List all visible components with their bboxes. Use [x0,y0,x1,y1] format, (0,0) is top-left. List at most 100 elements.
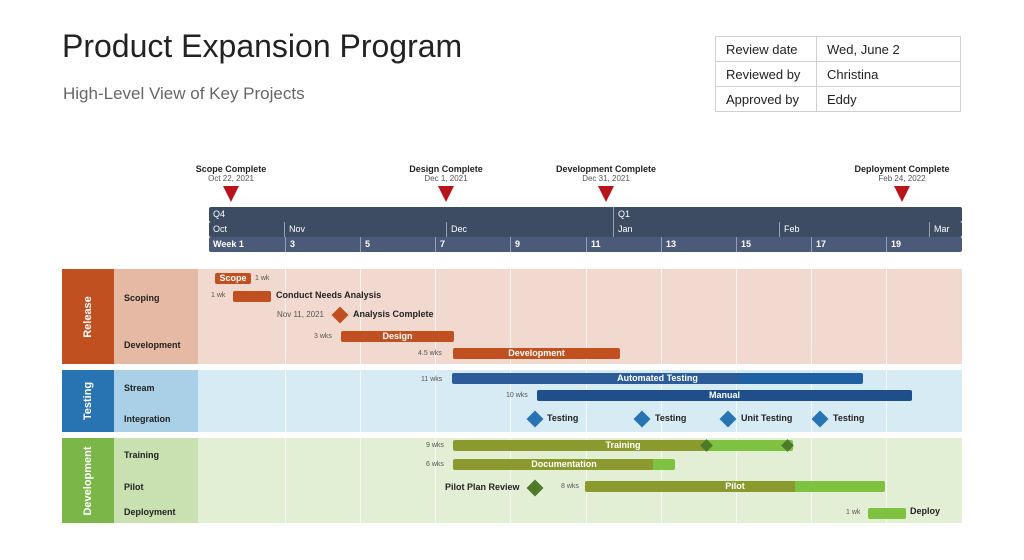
task-label: Testing [833,413,865,423]
timescale-quarters: Q4 Q1 [209,207,962,222]
milestone-marker-icon [894,186,910,202]
timescale-week: 3 [285,237,360,252]
gridline [285,370,286,432]
gridline [736,370,737,432]
reviewed-by-label: Reviewed by [715,61,817,87]
gridline [736,438,737,523]
milestone-name: Design Complete [409,164,483,174]
row-label-text: Integration [124,413,171,424]
task-bar-documentation[interactable]: Documentation [453,459,675,470]
gridline [285,438,286,523]
milestone-deployment-complete[interactable]: Deployment Complete Feb 24, 2022 [854,164,982,202]
group-label-text: Release [82,295,94,338]
row-label-training: Training [114,438,198,472]
timescale-week: 9 [510,237,586,252]
task-duration: 10 wks [506,392,528,399]
task-bar-pilot[interactable]: Pilot [585,481,885,492]
approved-by-label: Approved by [715,86,817,112]
gridline [886,370,887,432]
milestone-name: Scope Complete [195,164,267,174]
task-bar-needs-analysis[interactable] [233,291,271,302]
review-table: Review date Wed, June 2 Reviewed by Chri… [715,36,961,112]
review-row: Reviewed by Christina [715,61,961,87]
timescale-months: Oct Nov Dec Jan Feb Mar [209,222,962,237]
row-label-integration: Integration [114,405,198,432]
gridline [510,269,511,364]
gridline [360,438,361,523]
gridline [811,269,812,364]
group-label-text: Development [82,445,94,516]
timescale-month: Feb [779,222,929,237]
task-label: Conduct Needs Analysis [276,290,382,300]
page-title: Product Expansion Program [62,28,463,64]
gridline [435,438,436,523]
milestone-development-complete[interactable]: Development Complete Dec 31, 2021 [556,164,686,202]
task-bar-automated-testing[interactable]: Automated Testing [452,373,863,384]
gridline [661,438,662,523]
review-date-value: Wed, June 2 [816,36,961,62]
task-duration: 3 wks [314,333,332,340]
milestone-scope-complete[interactable]: Scope Complete Oct 22, 2021 [196,164,311,202]
gridline [586,269,587,364]
task-bar-deploy[interactable] [868,508,906,519]
gridline [510,438,511,523]
gridline [736,269,737,364]
timescale-weeks: Week 1 3 5 7 9 11 13 15 17 19 [209,237,962,252]
row-label-text: Training [124,450,160,460]
row-label-pilot: Pilot [114,472,198,501]
task-duration: 1 wk [255,275,270,282]
gridline [661,370,662,432]
task-duration: 9 wks [426,442,444,449]
gridline [811,370,812,432]
timescale-month: Dec [446,222,613,237]
page-subtitle: High-Level View of Key Projects [63,84,305,103]
task-bar-training[interactable]: Training [453,440,793,451]
task-bar-manual[interactable]: Manual [537,390,912,401]
swimlane-development [114,438,962,523]
task-label: Analysis Complete [353,309,434,319]
row-label-text: Pilot [124,481,144,492]
review-date-label: Review date [715,36,817,62]
task-duration: 8 wks [561,483,579,490]
task-duration: 4.5 wks [418,350,442,357]
timescale-week: Week 1 [213,239,244,249]
task-duration: 1 wk [211,292,226,299]
gridline [360,370,361,432]
row-label-scoping: Scoping [114,269,198,326]
timescale-week: 7 [435,237,510,252]
gridline [811,438,812,523]
timescale-week: 5 [360,237,435,252]
approved-by-value: Eddy [816,86,961,112]
timescale-month: Oct [213,224,228,234]
row-label-stream: Stream [114,370,198,405]
row-label-text: Stream [124,382,155,393]
gridline [510,370,511,432]
gridline [360,269,361,364]
timescale-week: 17 [811,237,886,252]
task-bar-scope[interactable]: Scope [215,273,251,284]
milestone-marker-icon [223,186,239,202]
timescale-month: Nov [284,222,446,237]
milestone-marker-icon [438,186,454,202]
row-label-text: Development [124,340,181,350]
timescale-month: Jan [613,222,779,237]
timescale-quarter: Q1 [613,207,962,222]
gridline [886,269,887,364]
gridline [586,438,587,523]
task-label: Pilot Plan Review [445,482,520,492]
task-label: Unit Testing [741,413,793,423]
group-label-testing: Testing [62,370,114,432]
timescale-week: 15 [736,237,811,252]
timescale-week: 19 [886,237,962,252]
review-row: Approved by Eddy [715,86,961,112]
row-label-development: Development [114,326,198,364]
gridline [435,370,436,432]
task-bar-development[interactable]: Development [453,348,620,359]
milestone-design-complete[interactable]: Design Complete Dec 1, 2021 [409,164,526,202]
task-bar-design[interactable]: Design [341,331,454,342]
milestone-name: Deployment Complete [854,164,950,174]
milestone-name: Development Complete [555,164,657,174]
row-label-deployment: Deployment [114,501,198,523]
timescale-quarter: Q4 [213,209,226,219]
group-label-release: Release [62,269,114,364]
